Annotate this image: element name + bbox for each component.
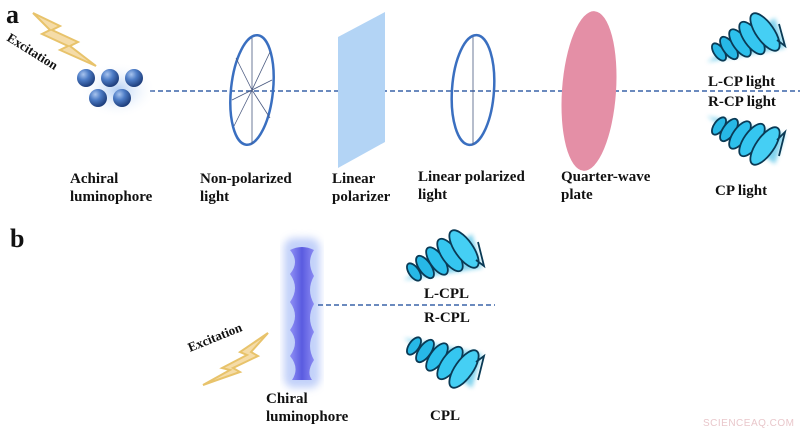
label-linear-polarized-light: Linear polarized light (418, 169, 525, 203)
label-r-cp-light: R-CP light (708, 94, 776, 110)
label-achiral-luminophore: Achiral luminophore (70, 171, 153, 205)
right-circular-polarized-helix-icon-a (707, 116, 787, 166)
label-l-cpl: L-CPL (424, 286, 469, 302)
excitation-text-b: Excitation (186, 319, 245, 355)
left-cpl-helix-icon-b (404, 229, 486, 282)
achiral-luminophore-spheres (77, 62, 156, 118)
left-circular-polarized-helix-icon-a (707, 12, 787, 62)
label-cp-light: CP light (715, 183, 768, 199)
panel-label-b: b (10, 224, 25, 253)
chiral-luminophore-rod (284, 238, 320, 388)
label-non-polarized-light: Non-polarized light (200, 171, 292, 205)
label-r-cpl: R-CPL (424, 310, 470, 326)
label-l-cp-light: L-CP light (708, 74, 776, 90)
linear-polarized-light-ellipse (450, 33, 496, 147)
panel-label-a: a (6, 0, 19, 29)
lightning-bolt-icon-a (32, 12, 97, 67)
label-cpl: CPL (430, 408, 460, 424)
label-chiral-luminophore: Chiral luminophore (266, 391, 349, 425)
linear-polarizer-plate (338, 12, 385, 168)
watermark: SCIENCEAQ.COM (703, 418, 795, 429)
lightning-bolt-icon-b (202, 332, 269, 386)
non-polarized-light-ellipse (229, 34, 275, 146)
quarter-wave-plate (561, 11, 617, 171)
label-quarter-wave-plate: Quarter-wave plate (561, 169, 651, 203)
right-cpl-helix-icon-b (404, 336, 486, 389)
label-linear-polarizer: Linear polarizer (332, 171, 391, 205)
